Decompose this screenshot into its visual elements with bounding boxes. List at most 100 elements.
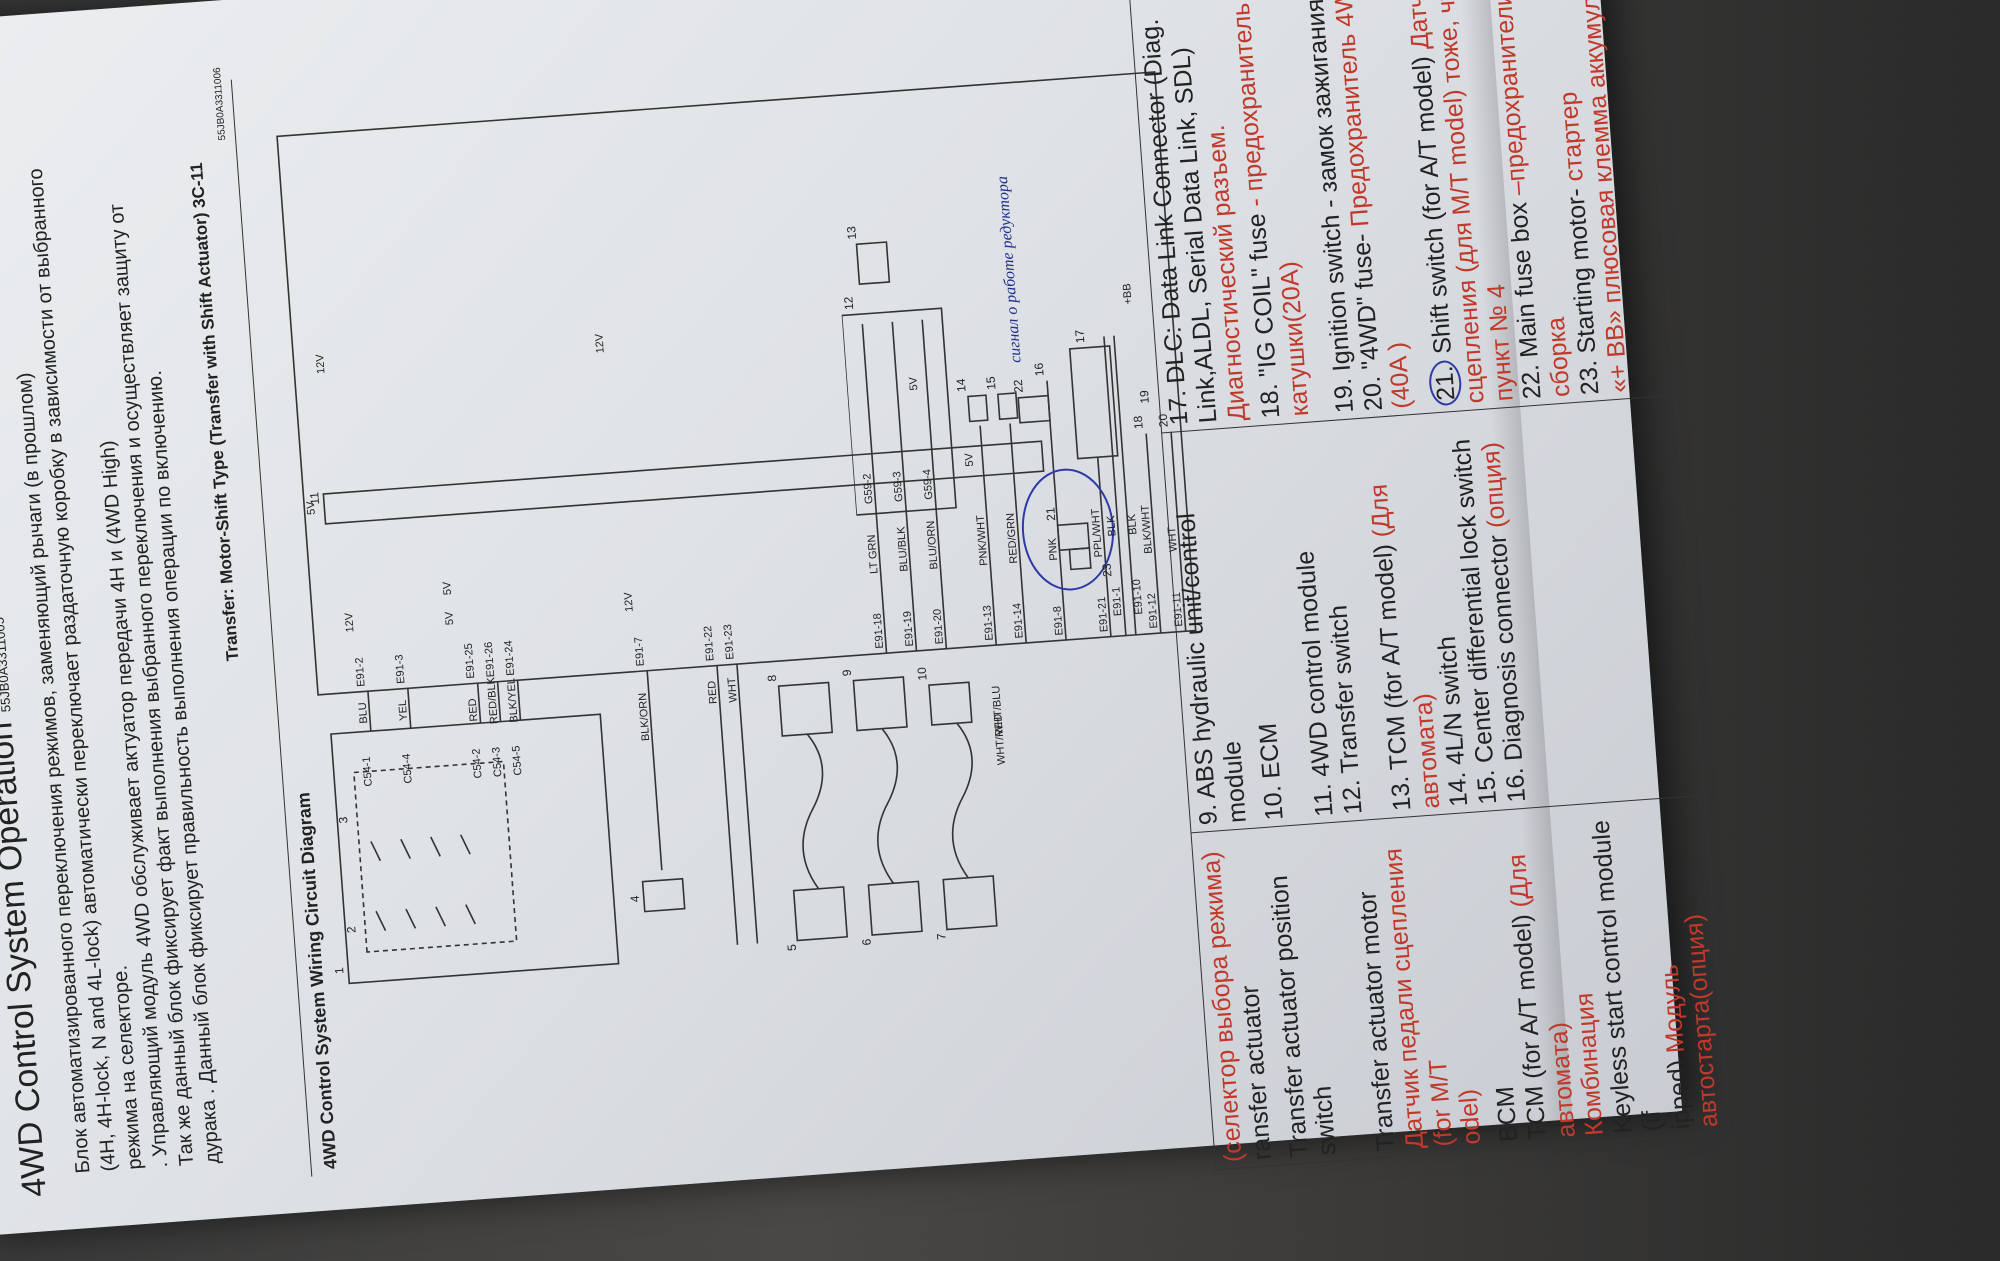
wire-yel: YEL [397, 699, 410, 721]
conn-c54-2: C54-2 [470, 748, 484, 779]
tcm-box-13 [855, 241, 891, 286]
conn-c54-5: C54-5 [510, 745, 524, 776]
document-page: 4WD Control System Operation 55JB0A33110… [0, 0, 1730, 1236]
pin-g59-2: G59-2 [861, 473, 875, 504]
diagram-number-8: 8 [765, 674, 779, 682]
wire-blu: BLU [357, 702, 371, 724]
diagram-number-1: 1 [332, 967, 346, 975]
pin-e91-22: E91-22 [702, 625, 717, 661]
diagram-number-13: 13 [844, 225, 859, 240]
wire-blk-wht: BLK/WHT [1139, 504, 1155, 554]
module-box-8 [777, 681, 834, 737]
wire-wht-can: WHT [726, 677, 740, 703]
ecu-bus-bar [322, 440, 1045, 525]
starter-23 [1068, 547, 1092, 571]
pin-e91-11: E91-11 [1171, 592, 1186, 627]
diagram-number-21: 21 [1043, 507, 1058, 522]
wire-wht-r: WHT [1166, 526, 1180, 552]
pin-e91-25: E91-25 [463, 643, 478, 679]
wire-red-blk: RED/BLK [485, 676, 500, 724]
transfer-actuator-box [330, 713, 620, 985]
clutch-switch-4 [641, 877, 686, 913]
legend-col-1: (селектор выбора режима) ransfer actuato… [1191, 795, 1730, 1170]
can-twisted-pairs [802, 722, 973, 890]
title-code: 55JB0A3311005 [0, 616, 14, 713]
pin-e91-19: E91-19 [902, 611, 917, 647]
pin-g59-3: G59-3 [891, 471, 905, 502]
module-box-9 [852, 676, 908, 732]
wire-pnk: PNK [1047, 537, 1061, 561]
diagram-number-18: 18 [1131, 415, 1146, 430]
diagram-number-15: 15 [984, 376, 999, 391]
wiring-diagram: 11 1 2 3 C54-1 C54-4 C54-2 C54-3 C54-5 [266, 49, 1253, 994]
legend-col-2: 9. ABS hydraulic unit/control module 10.… [1161, 395, 1705, 833]
wire-blk-orn: BLK/ORN [637, 692, 653, 741]
wire-blu-blk: BLU/BLK [895, 525, 910, 572]
wire-red-can: RED [706, 680, 720, 704]
wire-blk-1: BLK [1105, 514, 1119, 536]
pin-e91-3: E91-3 [393, 654, 407, 684]
circuit-svg-right: E91-18 E91-19 E91-20 LT GRN BLU/BLK BLU/… [840, 176, 1187, 654]
circuit-svg: 11 1 2 3 C54-1 C54-4 C54-2 C54-3 C54-5 [276, 71, 1197, 985]
diagram-bottom: 21 22 23 E91-1 E91-10 BLK BLK [1003, 315, 1151, 643]
pin-e91-10: E91-10 [1131, 579, 1146, 615]
pin-e91-12: E91-12 [1146, 593, 1161, 629]
pin-e91-7: E91-7 [633, 636, 647, 666]
diagram-number-3: 3 [336, 816, 350, 824]
conn-c54-1: C54-1 [361, 756, 375, 787]
transfer-switch-12 [840, 307, 957, 516]
left-wire-group [367, 680, 522, 732]
voltage-5v-b: 5V [441, 581, 454, 596]
diagram-number-9: 9 [840, 669, 854, 677]
right-pin-lines [861, 319, 948, 654]
pin-e91-18: E91-18 [872, 613, 887, 649]
wire-wht-red: WHT/RED [992, 713, 1008, 765]
voltage-5v-a: 5V [443, 611, 456, 626]
pin-e91-20: E91-20 [931, 608, 946, 644]
diagram-code: 55JB0A3311006 [211, 66, 229, 141]
circuit-svg-bottom: 21 22 23 E91-1 E91-10 BLK BLK [1011, 335, 1146, 636]
legend-c1-11: ipped) [1661, 1058, 1695, 1131]
diagram-number-12: 12 [841, 296, 856, 311]
diagram-number-7: 7 [934, 932, 948, 940]
diagram-number-4: 4 [628, 895, 642, 903]
conn-c54-3: C54-3 [490, 747, 504, 778]
legend-table-wrap: (селектор выбора режима) ransfer actuato… [1124, 0, 1730, 1170]
pin-e91-2: E91-2 [353, 657, 367, 687]
wire-red: RED [467, 698, 481, 722]
pin-e91-26: E91-26 [483, 641, 498, 677]
voltage-5v-c: 5V [907, 376, 920, 391]
wire-lt-grn: LT GRN [866, 534, 881, 574]
diagram-number-16: 16 [1032, 362, 1047, 377]
pin-e91-13: E91-13 [981, 605, 996, 641]
legend-table: (селектор выбора режима) ransfer actuato… [1124, 0, 1730, 1170]
module-box-10 [928, 681, 973, 726]
diagram-number-22: 22 [1011, 379, 1026, 394]
voltage-12v-c: 12V [314, 353, 327, 374]
voltage-5v-bus: 5V [305, 500, 318, 515]
blk-orn-wire [646, 670, 663, 871]
diagram-number-2: 2 [344, 926, 358, 934]
position-switch-block [352, 760, 518, 953]
wire-ppl-wht: PPL/WHT [1090, 508, 1106, 558]
module-box-6 [867, 880, 923, 936]
conn-c54-4: C54-4 [401, 753, 415, 784]
main-fuse-box-22 [1017, 394, 1051, 424]
diagram-number-14: 14 [954, 378, 969, 393]
pin-e91-21: E91-21 [1096, 596, 1111, 632]
diagram-number-10: 10 [915, 666, 930, 681]
switch-15 [997, 392, 1019, 421]
section-header: Transfer: Motor-Shift Type (Transfer wit… [186, 162, 243, 662]
switch-14 [967, 394, 989, 423]
wire-blk-2: BLK [1126, 513, 1140, 535]
dlc-connector-17 [1068, 345, 1119, 460]
voltage-12v-a: 12V [343, 612, 356, 633]
pin-e91-1: E91-1 [1110, 586, 1124, 616]
legend-col-3: 17. DLC: Data Link Connector (Diag. Link… [1125, 0, 1676, 433]
shift-switch-21 [1056, 522, 1091, 552]
wire-blk-yel: BLK/YEL [505, 678, 520, 723]
diagram-number-20: 20 [1156, 413, 1171, 428]
diagram-number-11: 11 [307, 491, 322, 505]
voltage-5v-d: 5V [963, 452, 976, 467]
module-box-7 [942, 875, 998, 931]
